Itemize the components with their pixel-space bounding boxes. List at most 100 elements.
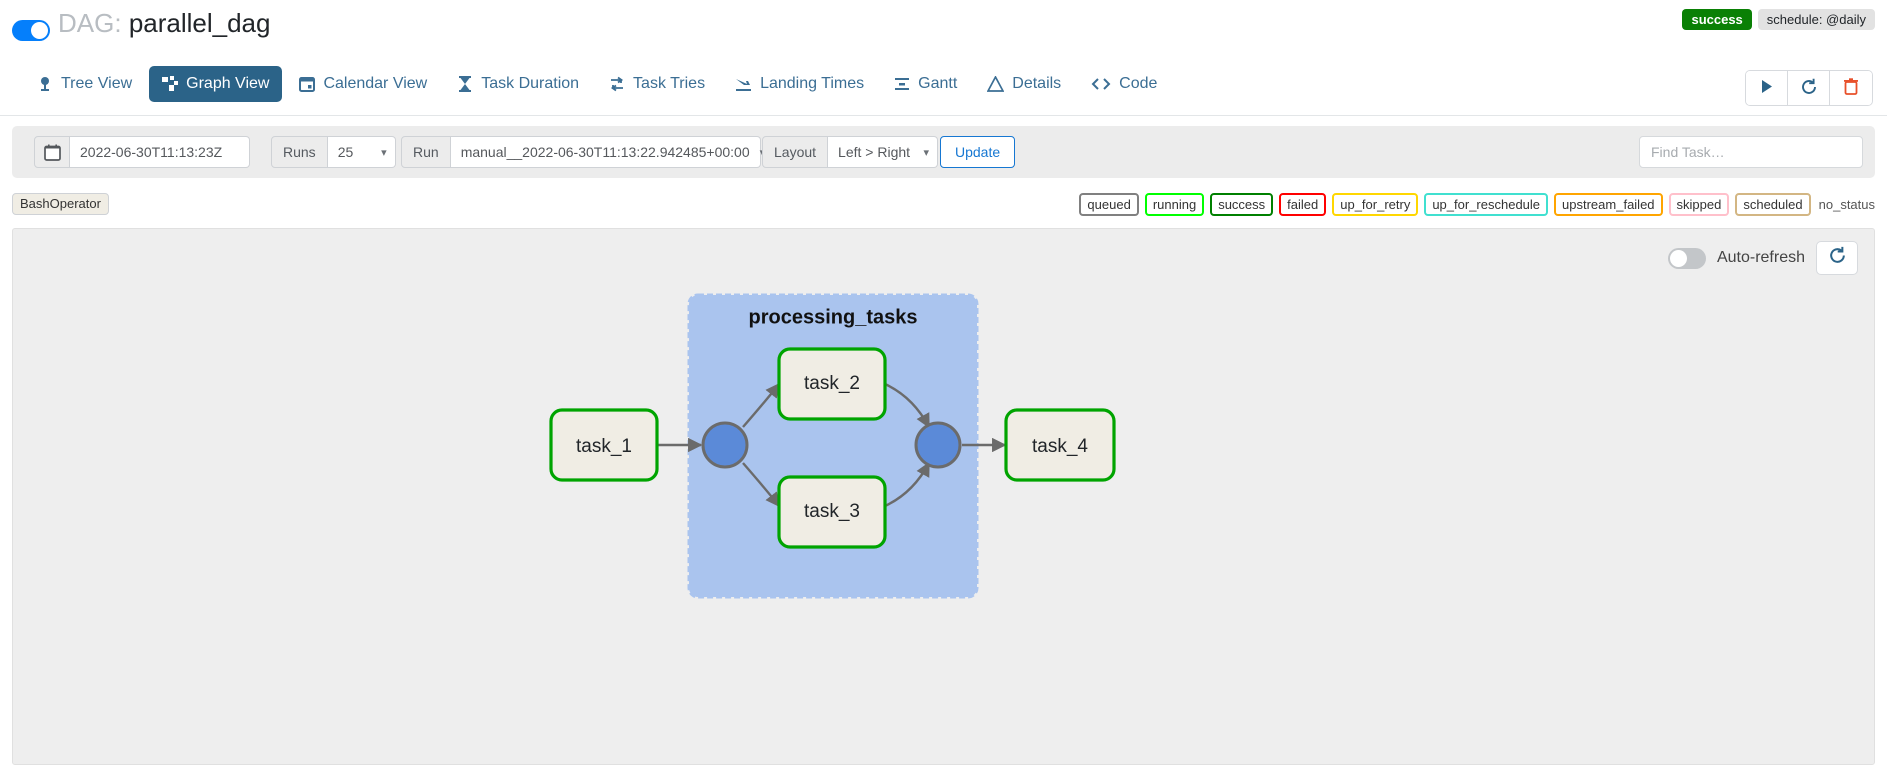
dag-run-select[interactable]: manual__2022-06-30T11:13:22.942485+00:00… [450,136,765,168]
tab-landing-times[interactable]: Landing Times [722,66,877,102]
legend-state-failed[interactable]: failed [1279,193,1327,216]
tree-icon [37,76,53,92]
graph-filter-bar: 2022-06-30T11:13:23Z Runs 25 ▾ Run manua… [12,126,1875,178]
num-runs-value: 25 [337,144,354,160]
dag-name: parallel_dag [128,8,271,38]
tab-task-duration[interactable]: Task Duration [444,66,592,102]
task-node-label: task_1 [576,436,632,457]
page-title-prefix: DAG: [58,8,122,38]
graph-edges [658,382,1007,508]
auto-refresh-label: Auto-refresh [1716,249,1805,266]
tab-code[interactable]: Code [1078,66,1170,102]
warning-icon [987,76,1005,92]
code-icon [1091,76,1111,92]
tab-gantt[interactable]: Gantt [881,66,970,102]
task-node-task-3[interactable]: task_3 [777,475,887,549]
num-runs-select[interactable]: 25 ▾ [327,136,396,168]
graph-canvas[interactable]: Auto-refresh processing_tasks [12,228,1875,765]
join-node-upstream[interactable] [701,421,749,469]
edge-join-upstream-to-task3 [742,462,780,508]
tab-label: Code [1119,75,1158,92]
refresh-icon [1800,78,1818,99]
legend-state-no-status[interactable]: no_status [1816,195,1877,214]
tab-label: Tree View [61,75,133,92]
graph-icon [162,76,179,92]
tab-details[interactable]: Details [974,66,1074,102]
state-legend: queued running success failed up_for_ret… [1079,193,1877,216]
legend-state-queued[interactable]: queued [1079,193,1139,216]
dag-graph[interactable]: processing_tasks task_1 task_2 [13,229,1875,765]
tab-calendar-view[interactable]: Calendar View [286,66,440,102]
operator-badge-bashoperator: BashOperator [12,193,109,215]
dag-pause-toggle[interactable] [12,20,50,41]
find-task-input[interactable]: Find Task… [1639,136,1863,168]
status-badge: success [1682,9,1752,30]
legend-state-up-for-retry[interactable]: up_for_retry [1332,193,1419,216]
tab-label: Task Tries [633,75,706,92]
dag-run-value: manual__2022-06-30T11:13:22.942485+00:00 [460,144,750,160]
legend-state-running[interactable]: running [1144,193,1205,216]
task-node-task-4[interactable]: task_4 [1004,408,1116,482]
tab-graph-view[interactable]: Graph View [149,66,283,102]
play-icon [1759,79,1774,97]
calendar-icon [299,76,316,92]
auto-refresh-controls: Auto-refresh [1667,241,1858,275]
task-group-label: processing_tasks [749,306,918,328]
task-node-label: task_2 [804,373,860,394]
layout-group: Layout Left > Right ▾ [762,136,939,168]
trash-icon [1843,78,1859,98]
tab-label: Task Duration [481,75,580,92]
legend-state-scheduled[interactable]: scheduled [1735,193,1811,216]
hourglass-icon [457,76,473,92]
execution-date-group: 2022-06-30T11:13:23Z [34,136,250,168]
edge-task3-to-join-downstream [884,461,931,508]
tab-label: Landing Times [760,75,865,92]
legend-state-success[interactable]: success [1210,193,1274,216]
task-node-task-2[interactable]: task_2 [777,347,887,421]
auto-refresh-toggle-knob [1669,249,1687,267]
task-node-task-1[interactable]: task_1 [549,408,659,482]
graph-refresh-button[interactable] [1816,241,1858,275]
schedule-badge[interactable]: schedule: @daily [1757,9,1875,30]
dag-action-buttons [1745,70,1873,106]
tab-tree-view[interactable]: Tree View [24,66,145,102]
execution-date-input[interactable]: 2022-06-30T11:13:23Z [70,136,250,168]
page-header: DAG: parallel_dag success schedule: @dai… [0,0,1887,58]
auto-refresh-toggle[interactable] [1667,247,1706,269]
chevron-down-icon: ▾ [381,146,387,159]
landing-icon [735,76,752,92]
dag-run-group: Run manual__2022-06-30T11:13:22.942485+0… [401,136,765,168]
dag-pause-toggle-knob [31,22,48,39]
edge-join-upstream-to-task2 [742,382,780,428]
legend-state-up-for-reschedule[interactable]: up_for_reschedule [1424,193,1549,216]
layout-label: Layout [762,136,829,168]
refresh-icon [1828,246,1847,270]
trigger-dag-button[interactable] [1746,71,1788,105]
tab-label: Details [1012,75,1062,92]
chevron-down-icon: ▾ [923,146,930,159]
legend-state-skipped[interactable]: skipped [1668,193,1730,216]
gantt-icon [894,76,910,92]
page-title: DAG: parallel_dag [58,8,270,39]
tab-label: Gantt [918,75,958,92]
update-button[interactable]: Update [940,136,1016,168]
edge-task2-to-join-downstream [884,382,931,429]
join-node-downstream[interactable] [914,421,962,469]
task-node-label: task_3 [804,501,860,522]
delete-dag-button[interactable] [1830,71,1872,105]
num-runs-group: Runs 25 ▾ [271,136,396,168]
layout-select[interactable]: Left > Right ▾ [828,136,939,168]
tab-task-tries[interactable]: Task Tries [596,66,718,102]
calendar-icon[interactable] [34,136,70,168]
view-tabs: Tree View Graph View Calendar View Task … [24,66,1170,102]
layout-value: Left > Right [838,144,911,160]
header-badges: success schedule: @daily [1682,9,1875,30]
refresh-dag-button[interactable] [1788,71,1830,105]
legend-bar: BashOperator queued running success fail… [0,186,1887,226]
run-label: Run [401,136,451,168]
view-tabs-bar: Tree View Graph View Calendar View Task … [0,58,1887,116]
tab-label: Calendar View [323,75,428,92]
legend-state-upstream-failed[interactable]: upstream_failed [1554,193,1663,216]
tab-label: Graph View [186,75,270,92]
runs-label: Runs [271,136,328,168]
